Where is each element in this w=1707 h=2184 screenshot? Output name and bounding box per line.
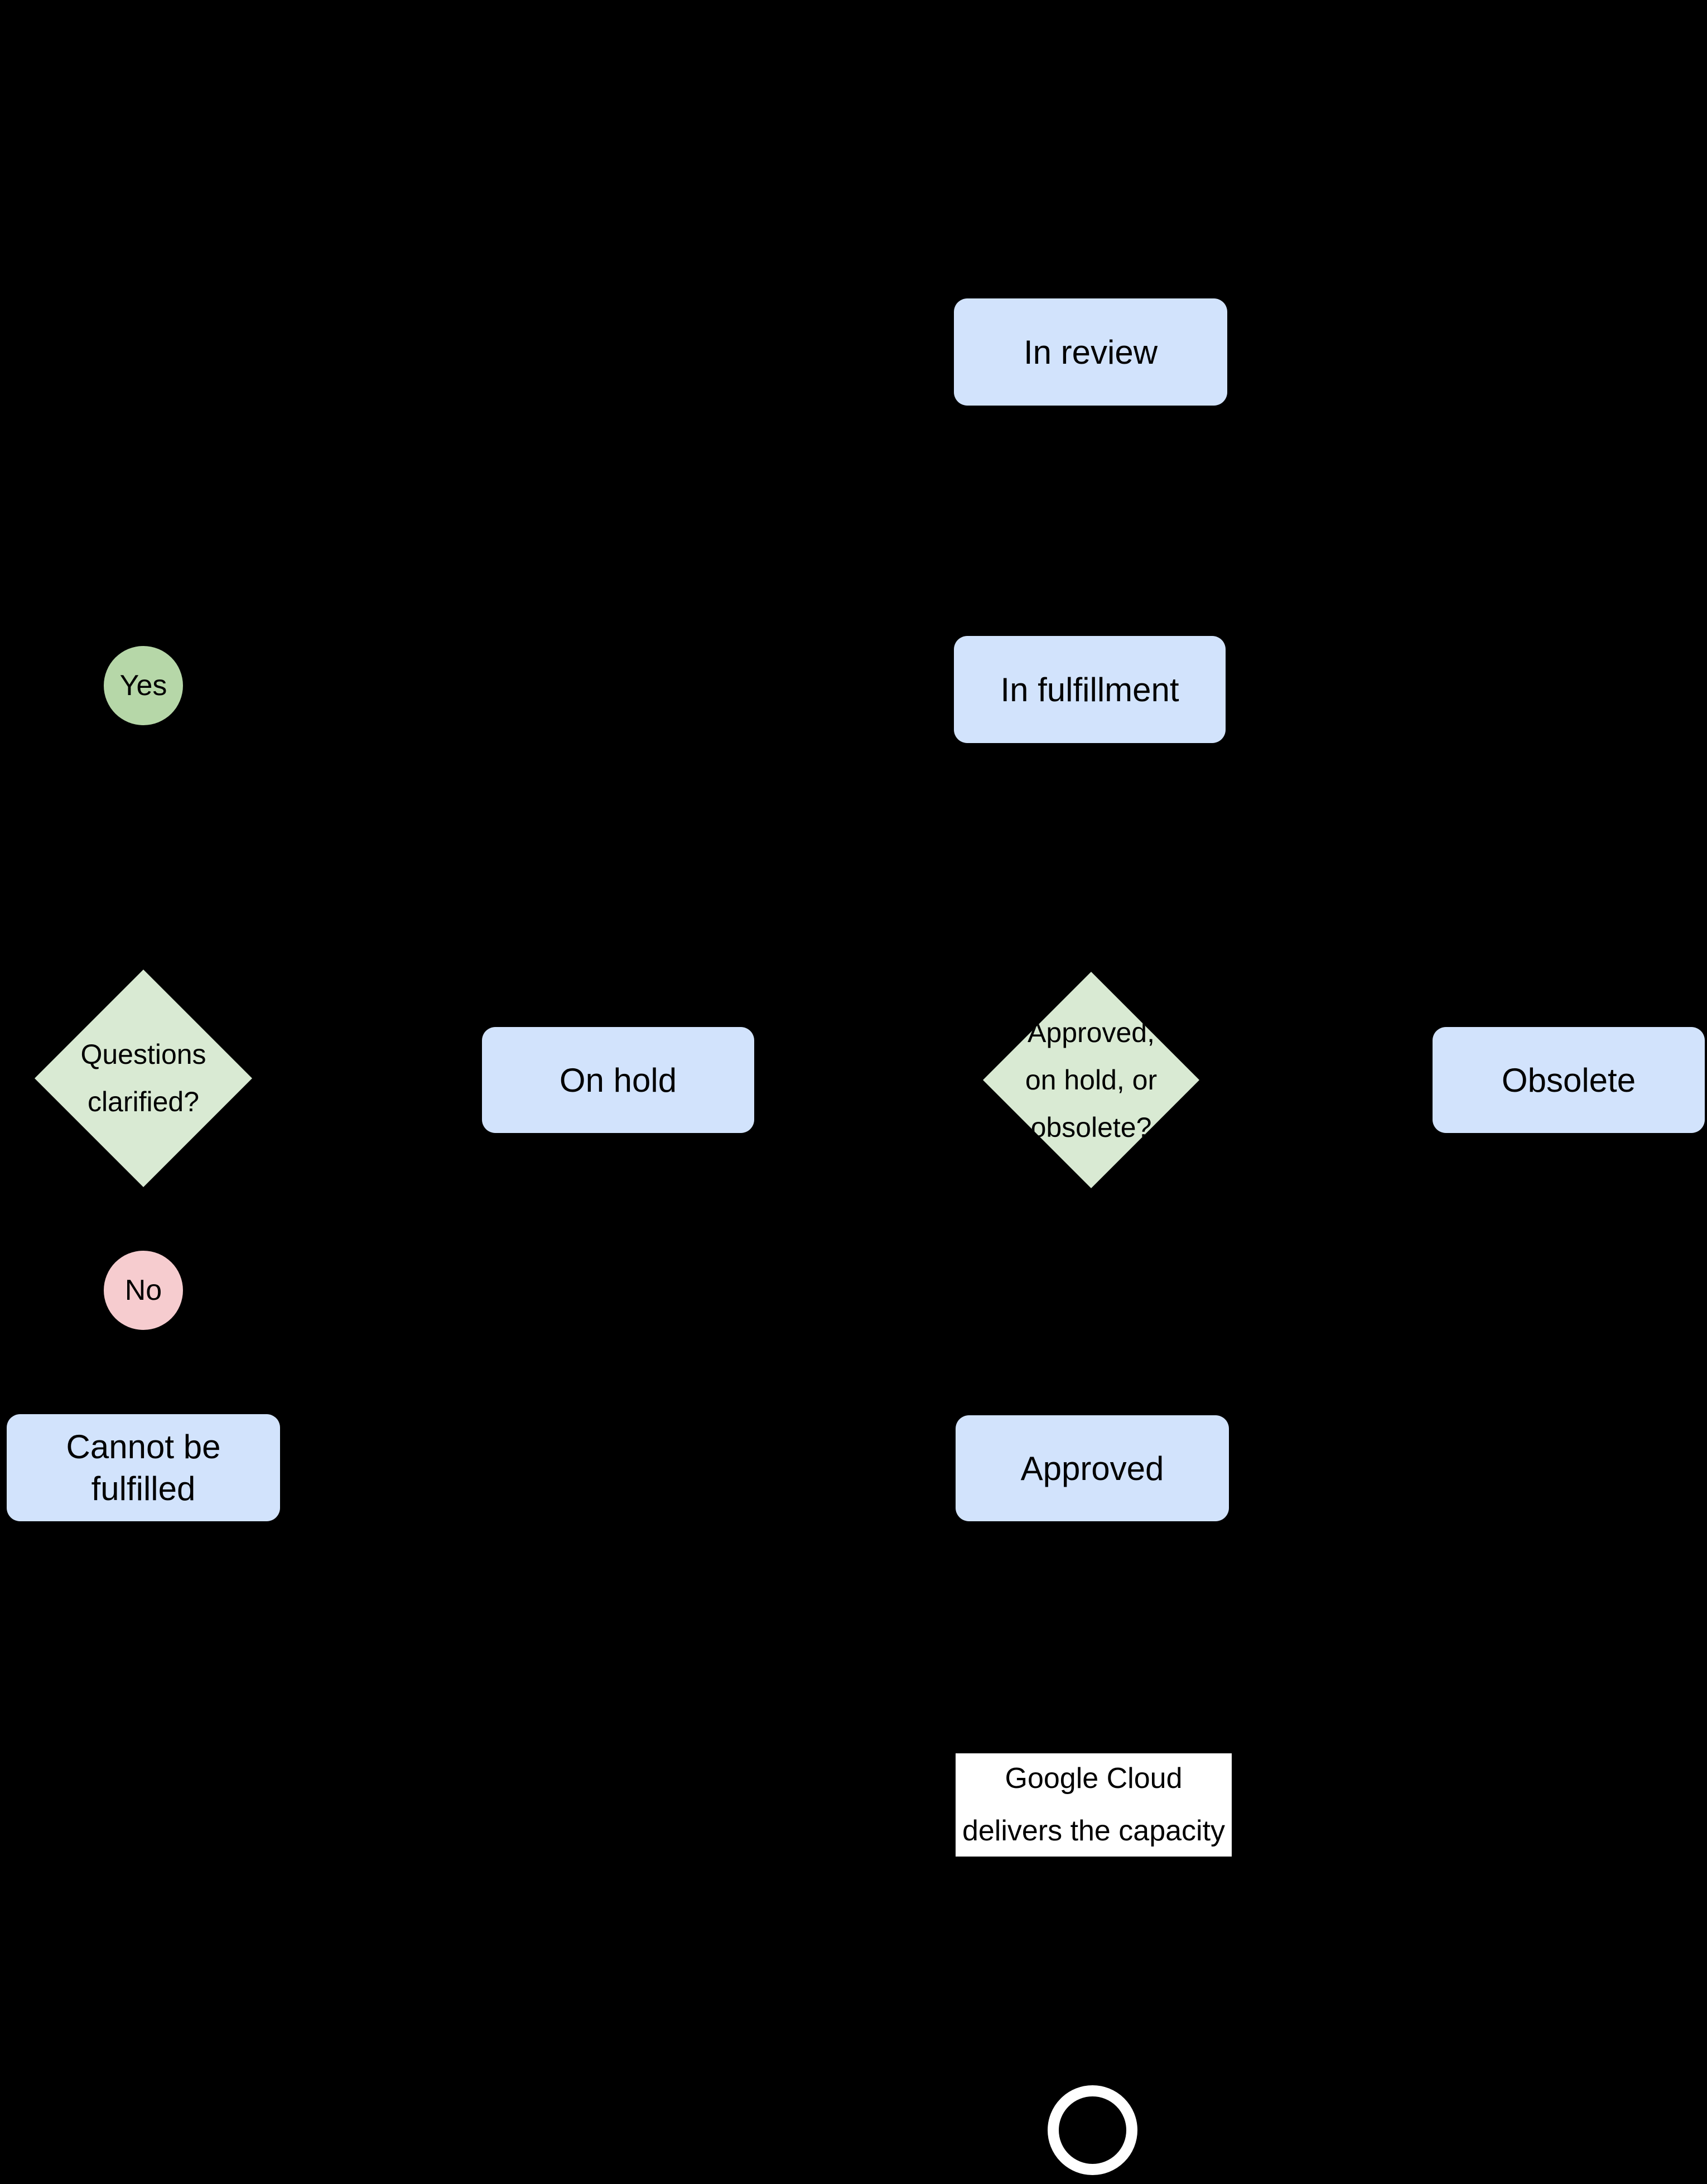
no-connector-badge: No [104, 1251, 183, 1330]
decision-line: Approved, [1028, 1016, 1155, 1048]
node-approved: Approved [956, 1415, 1229, 1521]
decision-line: Questions [80, 1039, 206, 1070]
node-in-review: In review [954, 298, 1227, 406]
note-line: delivers the capacity [962, 1814, 1226, 1847]
node-approval-decision: Approved, on hold, or obsolete? [983, 972, 1199, 1188]
node-questions-clarified-decision: Questions clarified? [35, 970, 252, 1187]
status-line: Cannot be [66, 1428, 221, 1465]
status-line: fulfilled [91, 1470, 196, 1507]
flow-end-ring-icon [1048, 2085, 1137, 2175]
decision-line: clarified? [87, 1086, 200, 1117]
node-google-cloud-delivers: Google Cloud delivers the capacity [956, 1753, 1232, 1857]
decision-line: on hold, or [1025, 1064, 1158, 1096]
node-in-fulfillment: In fulfillment [954, 636, 1226, 743]
node-cannot-be-fulfilled: Cannot be fulfilled [7, 1414, 280, 1521]
decision-line: obsolete? [1030, 1111, 1152, 1143]
node-on-hold: On hold [482, 1027, 754, 1133]
note-line: Google Cloud [1005, 1762, 1183, 1795]
node-obsolete: Obsolete [1433, 1027, 1705, 1133]
yes-connector-badge: Yes [104, 646, 183, 725]
